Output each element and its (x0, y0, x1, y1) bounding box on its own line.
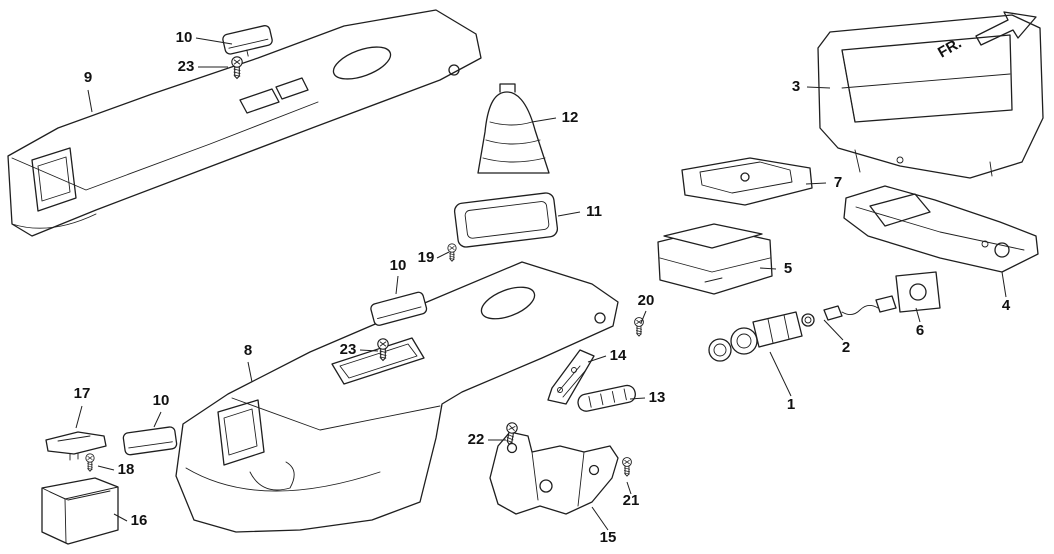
callout-6: 6 (916, 322, 924, 339)
part-6-plate (895, 271, 941, 313)
part-5-ashtray (657, 223, 773, 295)
part-2-lighter-plug (801, 295, 897, 327)
callout-5: 5 (784, 260, 792, 277)
callout-20: 20 (638, 292, 655, 309)
part-3-console-box (817, 14, 1044, 179)
part-12-shift-boot (477, 83, 550, 174)
callout-22: 22 (468, 431, 485, 448)
callout-21: 21 (623, 492, 640, 509)
part-4-console-tray (843, 185, 1039, 273)
part-7-bracket-plate (681, 157, 813, 206)
screw-18 (85, 453, 95, 472)
part-9-upper-console (7, 9, 482, 237)
part-1-lighter-assembly (708, 311, 803, 362)
part-8-lower-console (175, 261, 619, 533)
callout-14: 14 (610, 347, 627, 364)
part-11-boot-plate (453, 192, 559, 248)
callout-11: 11 (586, 203, 602, 220)
part-13-trim-strip (577, 384, 636, 412)
part-16-ashtray-box (41, 477, 119, 545)
callout-2: 2 (842, 339, 850, 356)
callout-15: 15 (600, 529, 617, 546)
callout-17: 17 (74, 385, 91, 402)
callout-9: 9 (84, 69, 92, 86)
callout-10-top: 10 (176, 29, 193, 46)
callout-4: 4 (1002, 297, 1011, 314)
fr-direction-arrow (975, 11, 1037, 46)
callout-23-middle: 23 (340, 341, 357, 358)
callout-3: 3 (792, 78, 800, 95)
callout-13: 13 (649, 389, 666, 406)
callout-12: 12 (562, 109, 579, 126)
callout-19: 19 (418, 249, 435, 266)
part-10-lid-middle (370, 291, 428, 326)
part-17-clip (45, 431, 107, 461)
callout-1: 1 (787, 396, 795, 413)
callout-10-bottom: 10 (153, 392, 170, 409)
screw-19 (447, 243, 457, 262)
diagram-artwork (7, 9, 1044, 545)
leader-lines (75, 37, 1007, 531)
callout-16: 16 (131, 512, 148, 529)
callout-10-middle: 10 (390, 257, 407, 274)
part-15-bracket (489, 431, 619, 515)
callout-8: 8 (244, 342, 252, 359)
part-14-side-trim (547, 349, 595, 405)
part-10-lid-bottom (122, 426, 178, 456)
screw-21 (622, 457, 632, 477)
part-10-lid-top (222, 25, 273, 57)
callout-18: 18 (118, 461, 135, 478)
callout-7: 7 (834, 174, 842, 191)
callout-23-top: 23 (178, 58, 195, 75)
